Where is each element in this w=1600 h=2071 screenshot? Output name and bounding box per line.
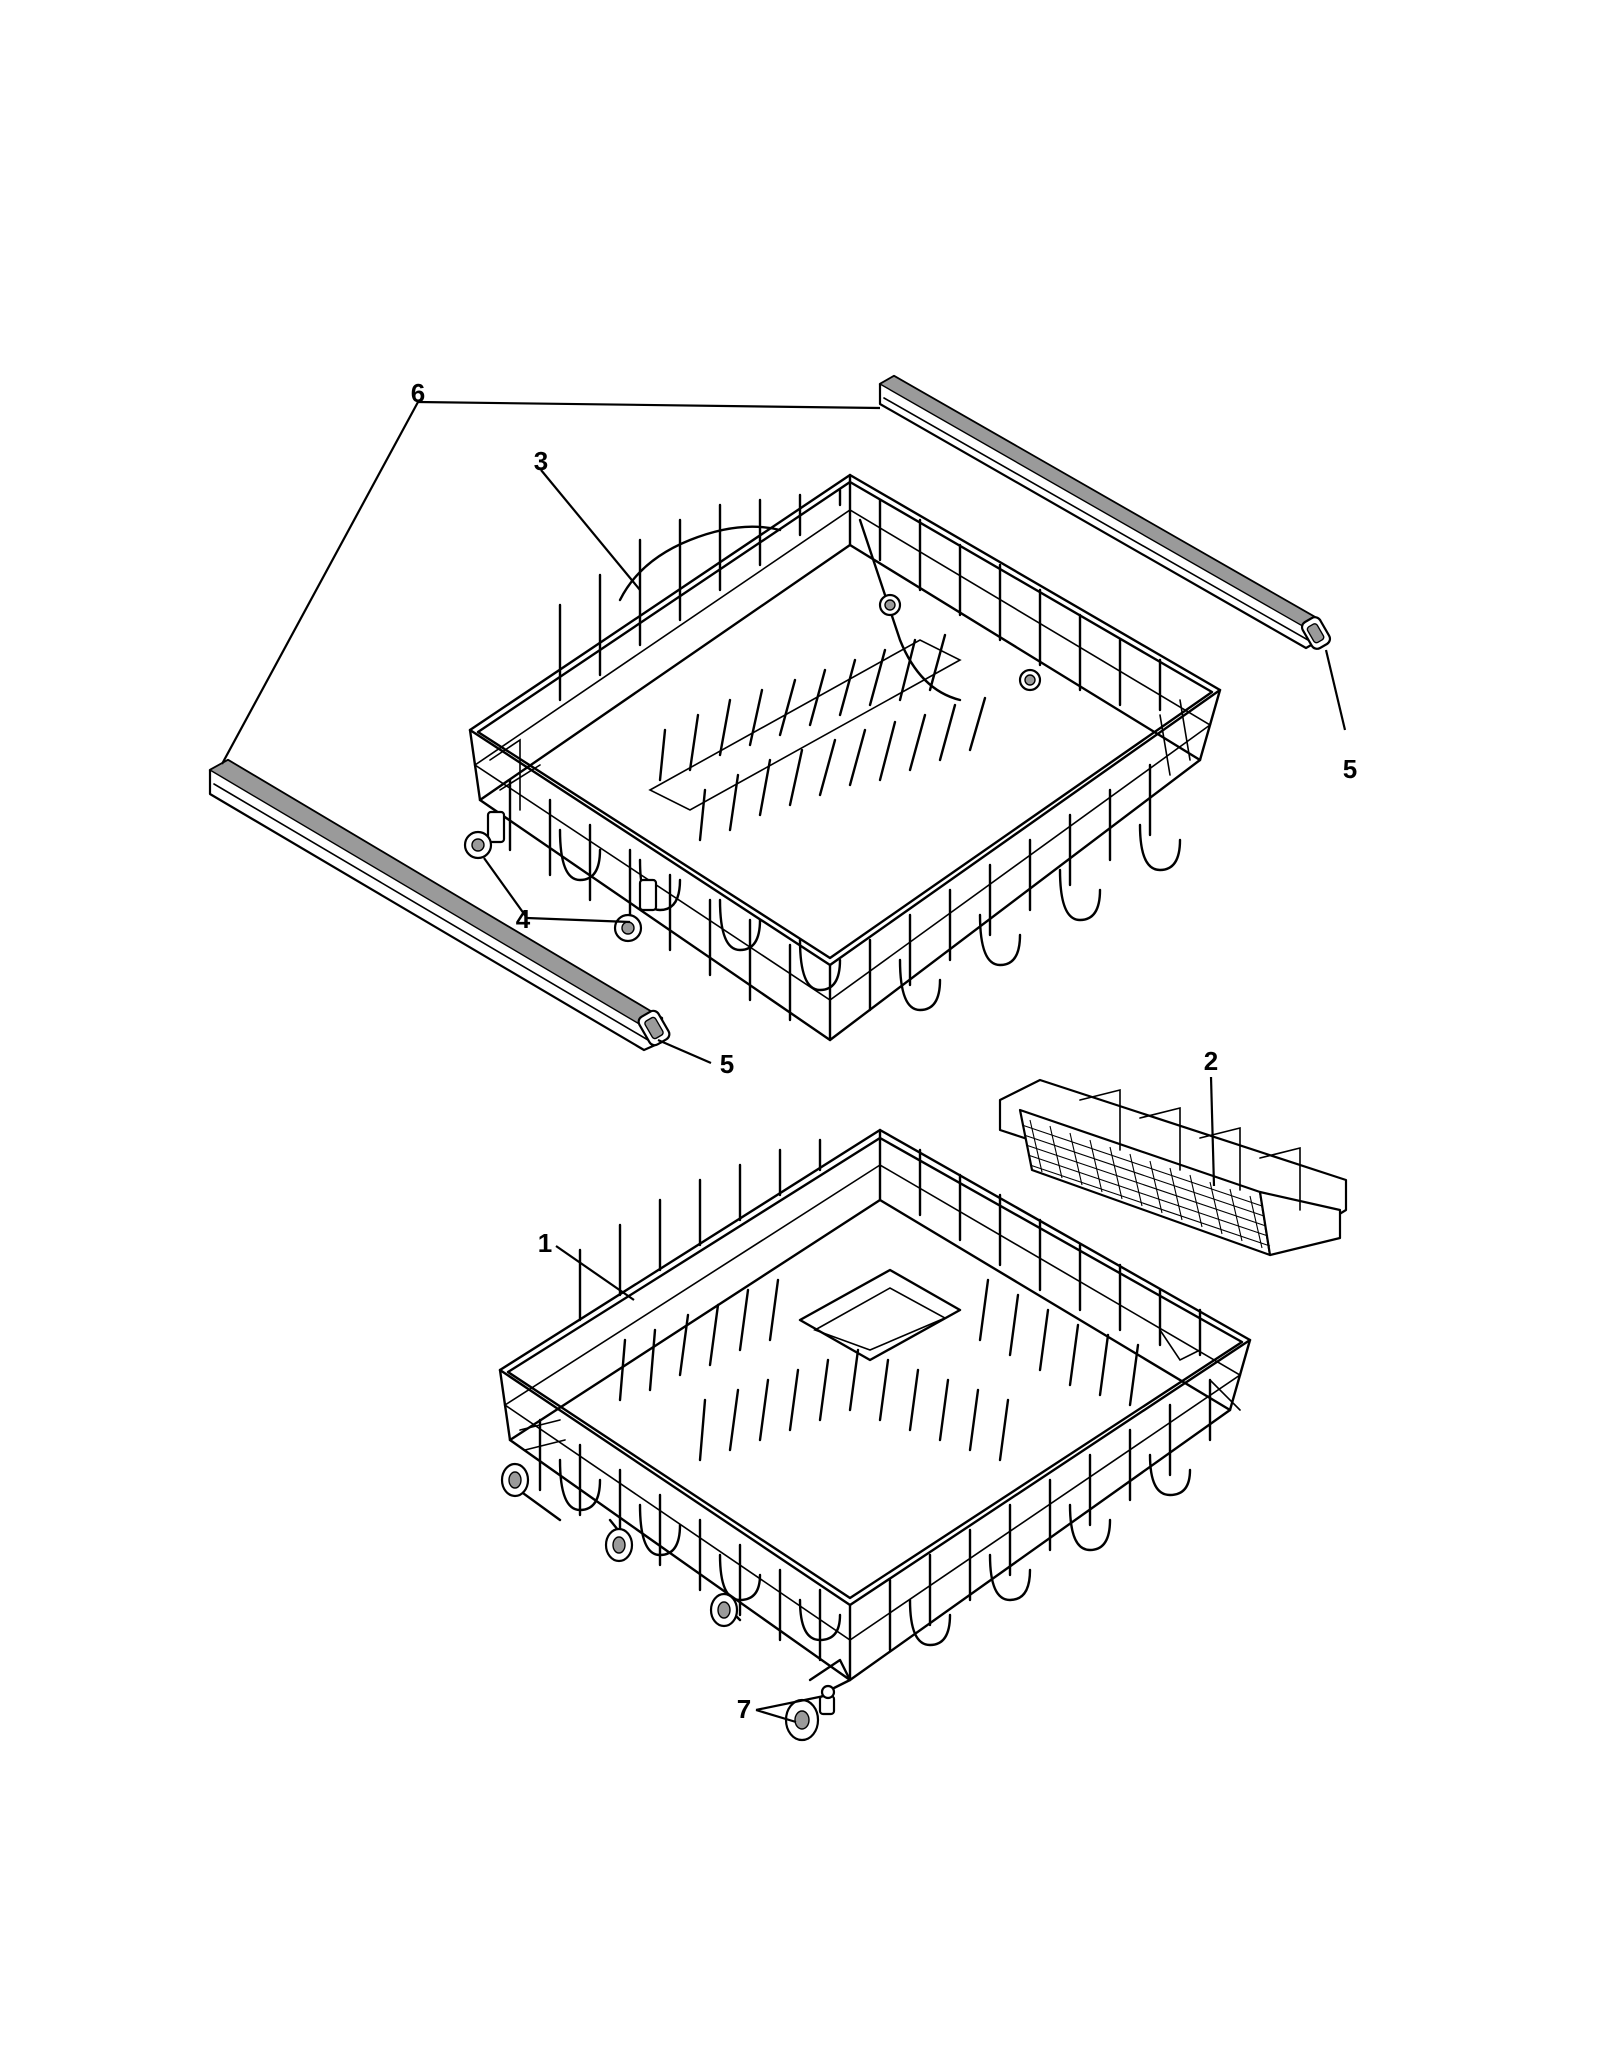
callout-2: 2 <box>1204 1046 1218 1076</box>
leader-lines <box>221 400 1347 1724</box>
lower-dishrack <box>498 1128 1252 1682</box>
left-rail-end-cap <box>637 1009 671 1047</box>
callout-5-left-rail: 5 <box>720 1049 734 1079</box>
right-rack-rail <box>878 374 1322 650</box>
lower-rack-wheel-assembly <box>784 1684 836 1742</box>
callout-3: 3 <box>534 446 548 476</box>
callout-4: 4 <box>516 904 531 934</box>
lower-rack-wheels <box>500 1462 852 1692</box>
upper-dishrack <box>468 473 1222 1042</box>
callout-5-right-rail: 5 <box>1343 754 1357 784</box>
right-rail-end-cap <box>1300 616 1332 650</box>
silverware-basket <box>998 1078 1348 1257</box>
callout-7: 7 <box>737 1694 751 1724</box>
callout-1: 1 <box>538 1228 552 1258</box>
callout-6: 6 <box>411 378 425 408</box>
left-rack-rail <box>208 758 664 1052</box>
